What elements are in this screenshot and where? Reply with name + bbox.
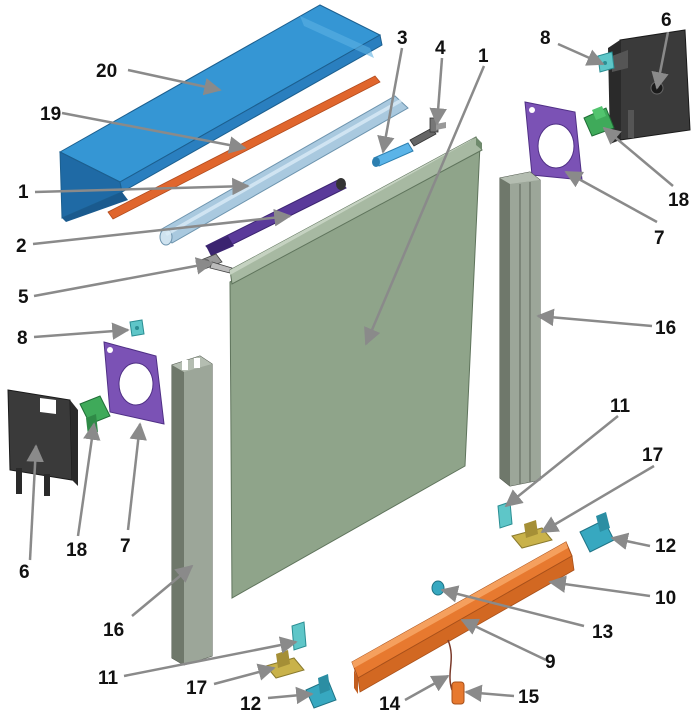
guide-clip-left <box>291 621 307 651</box>
callout-17-left: 17 <box>186 678 207 699</box>
side-guide-right <box>499 171 541 487</box>
callout-10: 10 <box>655 588 676 609</box>
fabric-panel <box>229 136 483 599</box>
callout-11-left: 11 <box>98 668 119 689</box>
callout-8-left: 8 <box>17 328 28 349</box>
callout-labels: 20 19 1 2 5 3 4 1 8 6 18 7 16 8 6 18 7 1… <box>16 10 689 715</box>
callout-1-fabric: 1 <box>478 46 489 67</box>
roller-tube <box>159 95 409 246</box>
callout-2: 2 <box>16 236 27 257</box>
cord-weight <box>451 681 465 705</box>
callout-4: 4 <box>435 38 446 59</box>
callout-14: 14 <box>379 694 401 715</box>
bottom-bar <box>351 541 575 694</box>
end-pad-right <box>511 520 553 549</box>
end-plate-right <box>524 101 583 181</box>
callout-1-tube: 1 <box>18 182 29 203</box>
end-bracket-right <box>608 29 691 144</box>
callout-15: 15 <box>518 687 540 708</box>
callout-16-left: 16 <box>103 620 124 641</box>
callout-3: 3 <box>397 28 408 49</box>
side-guide-left <box>171 355 213 666</box>
callout-12-left: 12 <box>240 694 261 715</box>
mount-clip-left <box>79 395 111 436</box>
pull-cord <box>447 639 453 691</box>
callout-17-right: 17 <box>642 445 663 466</box>
callout-8-right: 8 <box>540 28 551 49</box>
callout-6-left: 6 <box>19 562 30 583</box>
end-cap <box>431 580 445 596</box>
leader-lines <box>26 31 674 705</box>
end-bracket-left <box>7 389 78 496</box>
callout-19: 19 <box>40 104 61 125</box>
end-pad-left <box>265 650 305 679</box>
guide-clip-right <box>497 501 513 529</box>
callout-9: 9 <box>545 652 556 673</box>
clip-top-left <box>129 319 145 337</box>
end-clip-left <box>305 674 337 709</box>
callout-16-right: 16 <box>655 318 676 339</box>
callout-18-left: 18 <box>66 540 87 561</box>
callout-12-right: 12 <box>655 536 676 557</box>
callout-20: 20 <box>96 61 117 82</box>
callout-13: 13 <box>592 622 613 643</box>
callout-5: 5 <box>18 287 29 308</box>
callout-11-right: 11 <box>610 396 631 417</box>
end-clip-right <box>579 512 615 553</box>
drive-adaptor <box>372 142 414 167</box>
callout-18-right: 18 <box>668 190 689 211</box>
callout-7-left: 7 <box>120 536 131 557</box>
end-plate-left <box>103 341 165 425</box>
callout-7-right: 7 <box>654 228 665 249</box>
callout-6-right: 6 <box>661 10 672 31</box>
idler-end <box>409 117 446 147</box>
motor-head <box>195 253 233 274</box>
